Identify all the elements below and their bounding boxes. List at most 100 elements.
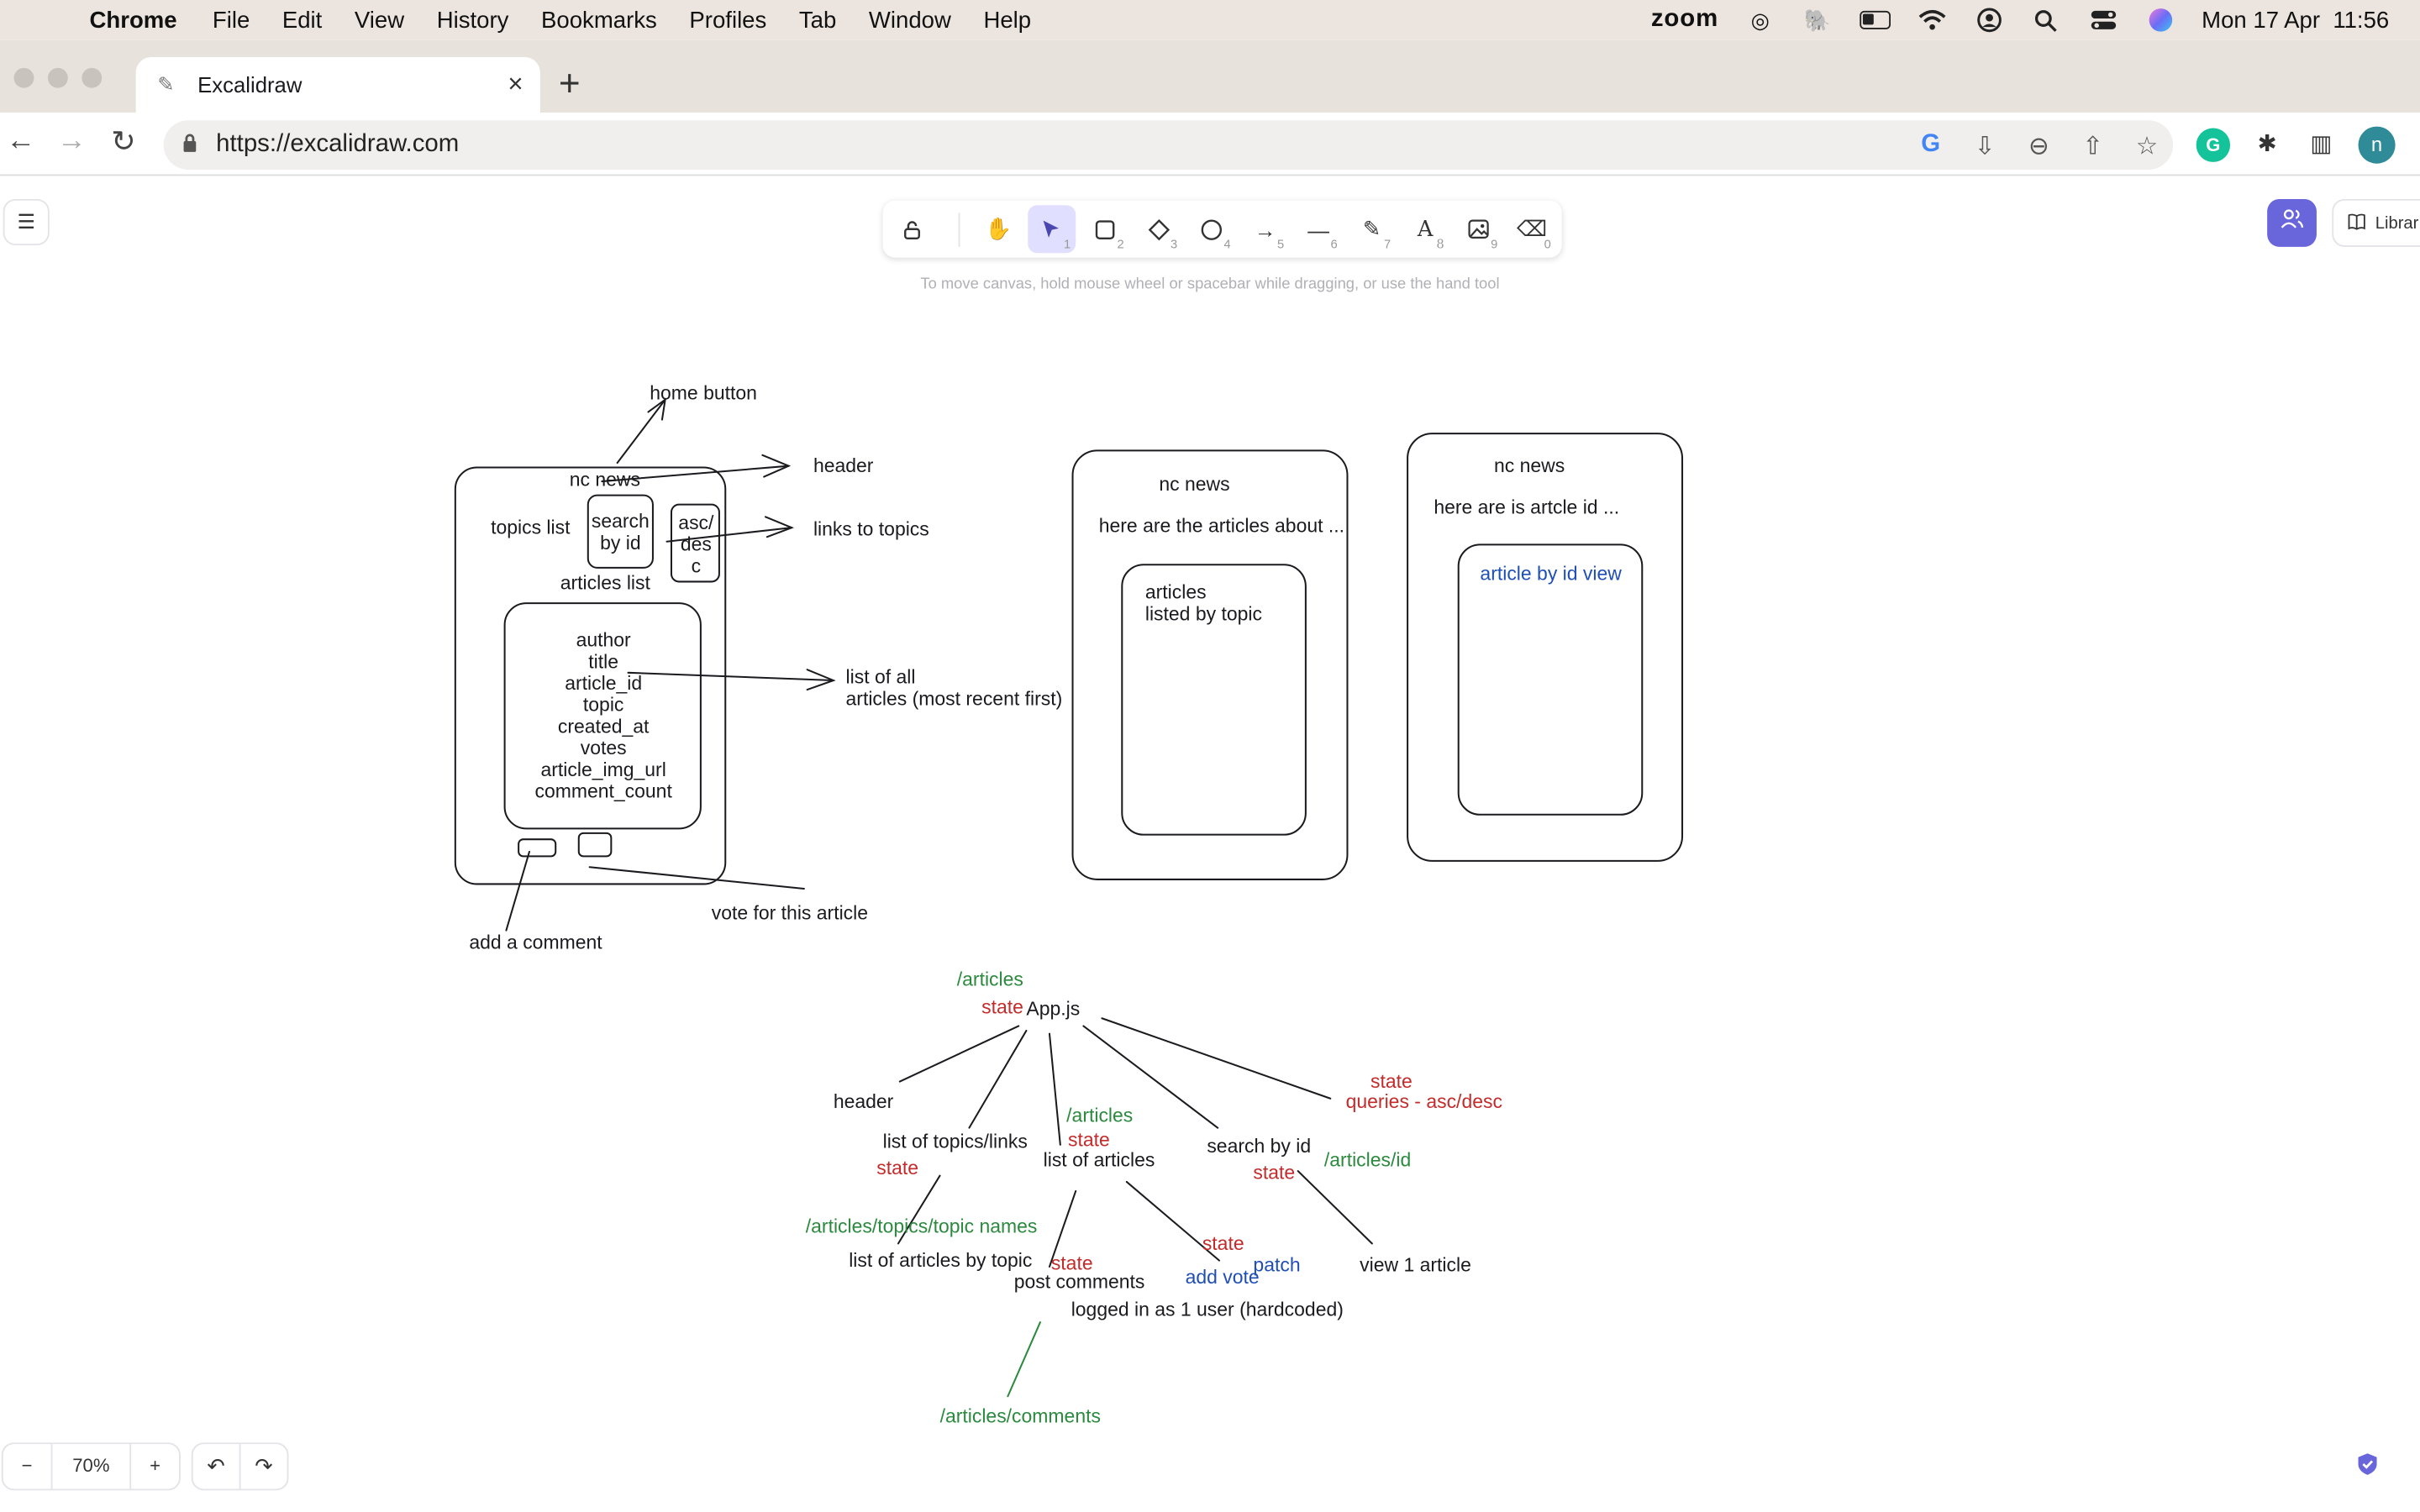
control-center-icon[interactable] [2087,8,2118,32]
tool-key-4: 4 [1223,237,1231,252]
tool-key-5: 5 [1277,237,1285,252]
tool-arrow-icon[interactable]: → 5 [1254,217,1285,252]
wireframe2-phone-frame [1071,449,1349,880]
menu-app-name[interactable]: Chrome [89,7,177,34]
tree-post-comments: post comments [1013,1271,1145,1294]
field-created-at: created_at [557,716,650,738]
tool-ellipse-icon[interactable]: 4 [1188,205,1235,253]
tool-selection-icon[interactable]: 1 [1028,205,1076,254]
field-title: title [588,651,619,673]
zoom-out-button[interactable]: − [21,1455,33,1477]
wifi-icon[interactable] [1916,8,1947,32]
tab-excalidraw[interactable]: ✎ Excalidraw × [135,56,540,113]
window-minimize-dot[interactable] [47,67,68,88]
menu-edit[interactable]: Edit [281,7,323,34]
field-topic: topic [582,694,624,717]
zoom-status-label[interactable]: zoom [1650,6,1719,33]
extensions-puzzle-icon[interactable]: ✱ [2257,131,2277,158]
share-icon[interactable]: ⇧ [2082,134,2103,161]
evernote-icon[interactable]: 🐘 [1803,7,1831,32]
zoom-level-display[interactable]: 70% [50,1444,132,1489]
menu-bookmarks[interactable]: Bookmarks [541,7,657,34]
creative-cloud-icon[interactable]: ◎ [1750,7,1770,32]
tree-vote-state: state [1202,1232,1244,1255]
bookmark-star-icon[interactable]: ☆ [2135,134,2159,161]
side-panel-icon[interactable]: ▥ [2310,131,2333,158]
label-topics-list: topics list [491,517,571,539]
address-bar-actions: G ⇩ ⊖ ⇧ ☆ [1917,131,2160,162]
menu-window[interactable]: Window [868,7,951,34]
menu-file[interactable]: File [212,7,250,34]
url-text[interactable]: https://excalidraw.com [216,131,460,158]
wireframe3-inner-label: article by id view [1480,563,1622,585]
window-zoom-dot[interactable] [82,67,103,88]
tree-header: header [833,1090,894,1113]
window-close-dot[interactable] [13,67,34,88]
zoom-page-icon[interactable]: ⊖ [2028,134,2049,161]
siri-icon[interactable] [2144,8,2175,32]
close-tab-icon[interactable]: × [508,69,523,99]
tree-view-article: view 1 article [1360,1254,1471,1276]
battery-icon[interactable] [1859,8,1891,32]
address-bar[interactable]: https://excalidraw.com G ⇩ ⊖ ⇧ ☆ [163,120,2174,171]
field-article-img-url: article_img_url [540,759,666,781]
library-button[interactable]: Librar [2332,198,2420,247]
tool-image-icon[interactable]: 9 [1455,205,1502,253]
tool-lock-icon[interactable] [889,205,936,253]
tool-text-icon[interactable]: A 8 [1417,217,1444,252]
tree-patch: patch [1253,1254,1301,1276]
install-app-icon[interactable]: ⇩ [1974,134,1996,161]
undo-redo-controls: ↶ ↷ [191,1442,289,1491]
tree-queries: queries - asc/desc [1345,1090,1502,1113]
label-add-a-comment: add a comment [469,932,602,954]
menu-tab[interactable]: Tab [798,7,837,34]
new-tab-icon[interactable]: + [558,63,581,105]
zoom-in-button[interactable]: + [150,1455,161,1477]
excalidraw-canvas[interactable]: home button header nc news topics list s… [0,177,2420,1504]
user-account-icon[interactable] [1973,8,2004,33]
tree-search-path: /articles/id [1323,1149,1412,1172]
tool-key-7: 7 [1384,237,1392,252]
tree-list-of-articles: list of articles [1043,1149,1155,1172]
tool-key-3: 3 [1171,237,1178,252]
tool-rectangle-icon[interactable]: 2 [1081,205,1128,253]
tool-key-9: 9 [1491,237,1498,252]
forward-arrow-icon[interactable]: → [56,124,87,158]
label-links-to-topics: links to topics [813,518,929,540]
library-book-icon [2348,213,2366,234]
menu-history[interactable]: History [436,7,509,34]
tool-hand-icon[interactable]: ✋ [985,216,1013,241]
grammarly-extension-icon[interactable]: G [2196,128,2231,162]
main-menu-icon[interactable]: ☰ [3,198,50,246]
tree-search-state: state [1253,1162,1296,1184]
toolbar-divider [957,212,960,246]
macos-menu-bar: Chrome File Edit View History Bookmarks … [0,0,2420,40]
tool-key-6: 6 [1330,237,1338,252]
reload-icon[interactable]: ↻ [111,126,136,160]
encryption-shield-icon[interactable] [2357,1452,2379,1484]
menu-bar-clock[interactable]: Mon 17 Apr 11:56 [2202,7,2390,34]
google-lens-icon[interactable]: G [1921,131,1941,158]
tree-topics-path: /articles/topics/topic names [805,1215,1038,1238]
profile-avatar[interactable]: n [2358,126,2396,164]
wireframe1-sort-box [670,503,720,583]
menu-profiles[interactable]: Profiles [689,7,767,34]
spotlight-search-icon[interactable] [2030,8,2061,32]
tool-eraser-icon[interactable]: ⌫ 0 [1517,216,1551,252]
tool-key-8: 8 [1436,237,1444,252]
undo-icon[interactable]: ↶ [207,1453,225,1478]
menu-help[interactable]: Help [983,7,1032,34]
wireframe1-comment-button [518,838,557,858]
lock-icon[interactable] [182,133,216,157]
tool-draw-pencil-icon[interactable]: ✎ 7 [1362,216,1392,252]
tool-diamond-icon[interactable]: 3 [1135,205,1182,253]
tree-add-vote: add vote [1185,1266,1260,1289]
tool-line-icon[interactable]: — 6 [1307,217,1338,252]
back-arrow-icon[interactable]: ← [6,124,36,158]
tool-key-1: 1 [1063,237,1071,252]
tree-root-app-js: App.js [1026,998,1081,1021]
menu-view[interactable]: View [354,7,405,34]
redo-icon[interactable]: ↷ [239,1444,287,1489]
live-collaboration-icon[interactable] [2267,198,2317,247]
